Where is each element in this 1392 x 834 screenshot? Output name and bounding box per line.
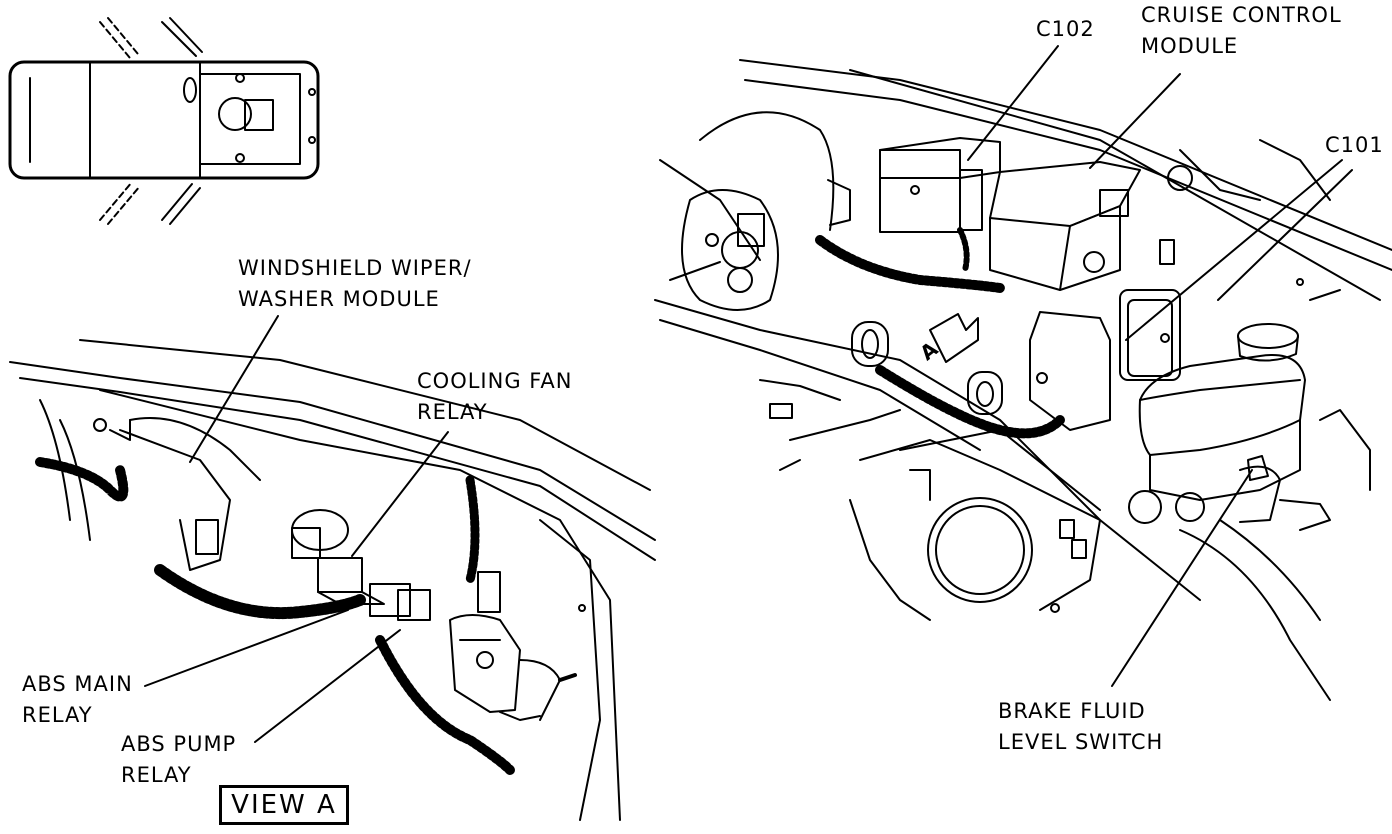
c102-label: C102 [1036, 17, 1095, 41]
view-a-caption: VIEW A [219, 785, 349, 825]
c101-label: C101 [1325, 133, 1384, 157]
cruise-control-module-label: CRUISE CONTROL MODULE [1141, 3, 1342, 58]
engine-bay-drawing [654, 59, 1392, 701]
leader-lines [144, 45, 1353, 743]
brake-fluid-level-switch-label: BRAKE FLUID LEVEL SWITCH [998, 699, 1164, 754]
view-a-drawing [9, 339, 656, 821]
cooling-fan-relay-label: COOLING FAN RELAY [417, 369, 573, 424]
windshield-wiper-washer-module-label: WINDSHIELD WIPER/ WASHER MODULE [238, 256, 472, 311]
abs-main-relay-label: ABS MAIN RELAY [22, 672, 133, 727]
vehicle-locator-icon [8, 17, 320, 225]
abs-pump-relay-label: ABS PUMP RELAY [121, 732, 237, 787]
